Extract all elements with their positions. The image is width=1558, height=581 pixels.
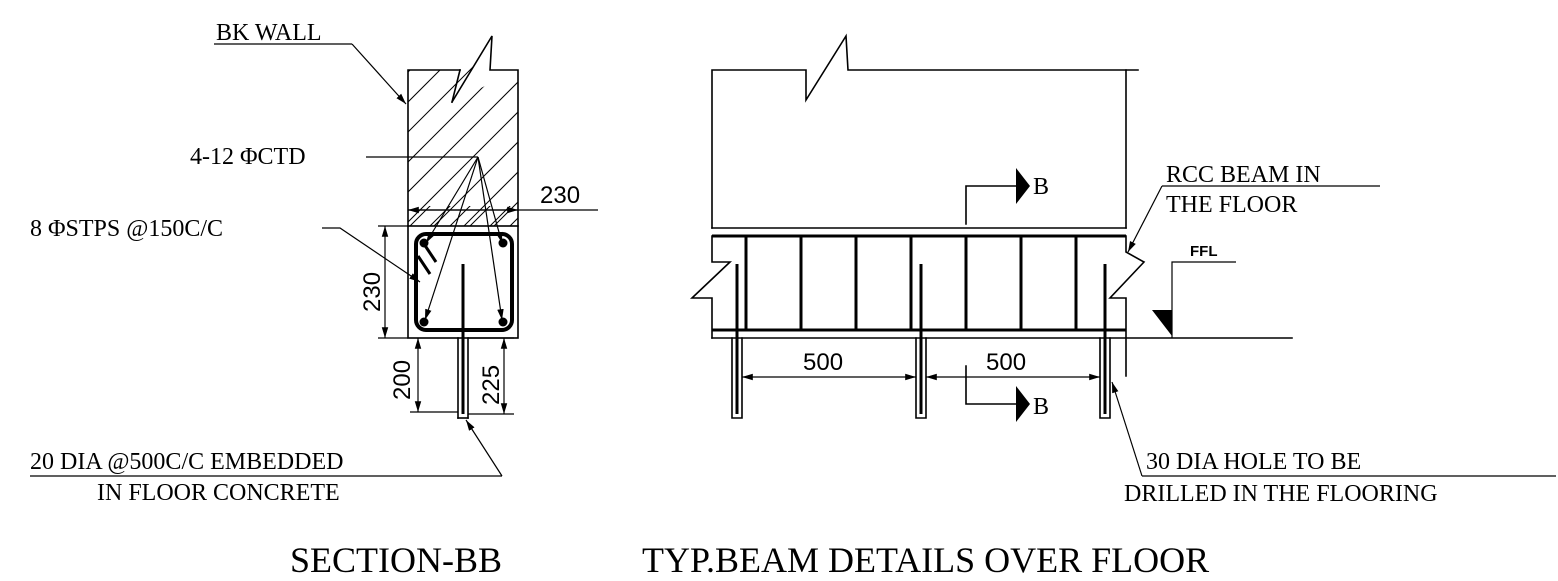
section-bb: BK WALL 4-12 ΦCTD 8 ΦSTPS @150C/C 230 23… [30, 20, 598, 580]
rcc-label-1: RCC BEAM IN [1166, 162, 1321, 188]
beam-outline [689, 227, 1293, 377]
section-mark-top: B [965, 168, 1049, 225]
rebar-leaders [366, 156, 504, 321]
dowel-bar [457, 264, 469, 419]
section-title: SECTION-BB [290, 540, 502, 580]
rcc-label-2: THE FLOOR [1166, 192, 1297, 218]
dim-embed: 200 [389, 338, 458, 413]
stirrups-elevation [744, 236, 1078, 330]
svg-text:230: 230 [359, 272, 386, 312]
svg-text:500: 500 [986, 349, 1026, 376]
stirrup-label: 8 ΦSTPS @150C/C [30, 216, 223, 242]
svg-text:FFL: FFL [1190, 243, 1218, 260]
section-mark-bottom: B [965, 365, 1049, 422]
ffl-marker: FFL [1152, 243, 1236, 338]
dim-bar: 225 [468, 337, 514, 415]
svg-text:230: 230 [540, 182, 580, 209]
rebar-label: 4-12 ΦCTD [190, 144, 306, 170]
dim-depth: 230 [359, 225, 408, 339]
beam-elevation: 500 500 B B RCC BEAM IN THE FLOOR FFL 30… [642, 33, 1556, 580]
hole-label-2: DRILLED IN THE FLOORING [1124, 481, 1438, 507]
embed-label-1: 20 DIA @500C/C EMBEDDED [30, 449, 343, 475]
dowels-elevation [731, 264, 1111, 419]
svg-text:200: 200 [389, 360, 416, 400]
beam-title: TYP.BEAM DETAILS OVER FLOOR [642, 540, 1209, 580]
hole-label-1: 30 DIA HOLE TO BE [1146, 449, 1361, 475]
brick-wall [407, 35, 519, 227]
wall-label: BK WALL [216, 20, 322, 46]
beam-top-hatch [409, 206, 518, 226]
svg-text:B: B [1033, 394, 1049, 420]
svg-text:225: 225 [478, 365, 505, 405]
svg-text:B: B [1033, 174, 1049, 200]
embed-label-2: IN FLOOR CONCRETE [97, 480, 340, 506]
stirrup-hook [416, 243, 438, 275]
dim-spacing: 500 500 [742, 349, 1100, 381]
wall-elevation [711, 33, 1139, 229]
svg-text:500: 500 [803, 349, 843, 376]
dim-width: 230 [408, 182, 598, 214]
